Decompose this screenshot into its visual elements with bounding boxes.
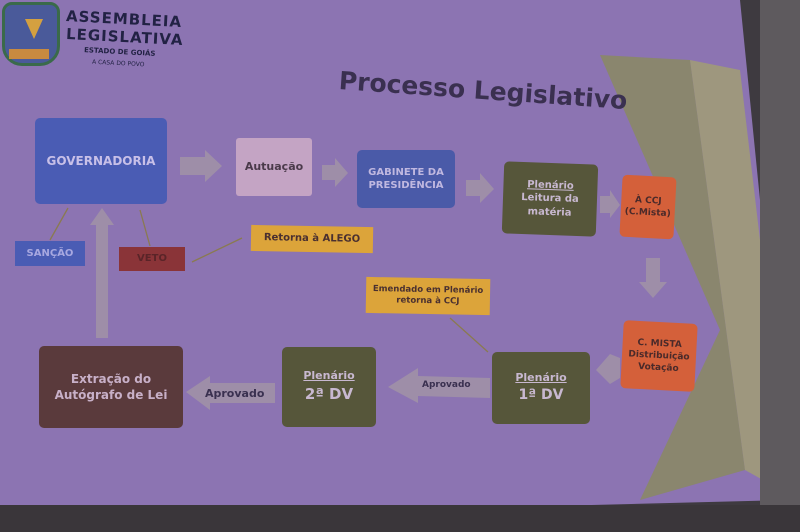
wall <box>760 0 800 532</box>
arrow-right <box>600 190 620 218</box>
veto-box: VETO <box>119 247 185 271</box>
arrow-left <box>186 376 275 410</box>
box-label: matéria <box>527 205 572 219</box>
governadoria-box: GOVERNADORIA <box>35 118 167 204</box>
box-label: Autuação <box>244 159 304 173</box>
box-label: 1ª DV <box>518 386 564 403</box>
extracao-autografo-box: Extração do Autógrafo de Lei <box>39 346 183 428</box>
arrow-down <box>639 258 667 298</box>
aprovado-label: Aprovado <box>205 387 265 400</box>
box-label: retorna à CCJ <box>396 295 460 307</box>
ccj-box: À CCJ (C.Mista) <box>619 174 677 240</box>
sancao-box: SANÇÃO <box>15 241 85 266</box>
emendado-box: Emendado em Plenário retorna à CCJ <box>365 276 491 316</box>
arrow-right <box>180 150 222 182</box>
retorna-alego-box: Retorna à ALEGO <box>250 224 374 254</box>
comissao-mista-box: C. MISTA Distribuição Votação <box>620 320 698 392</box>
gabinete-box: GABINETE DA PRESIDÊNCIA <box>357 150 455 208</box>
box-label: Autógrafo de Lei <box>54 388 168 402</box>
plenario-leitura-box: Plenário Leitura da matéria <box>501 161 599 237</box>
box-label: GOVERNADORIA <box>46 153 156 168</box>
arrow-left <box>596 354 620 384</box>
coat-of-arms-logo <box>2 2 60 66</box>
box-heading: Plenário <box>515 371 567 385</box>
box-label: Emendado em Plenário <box>372 283 484 296</box>
floor-edge <box>0 505 800 532</box>
box-label: SANÇÃO <box>26 247 74 259</box>
arrow-up <box>90 208 114 338</box>
box-label: Extração do <box>70 371 152 386</box>
box-label: (C.Mista) <box>624 206 671 220</box>
plenario-2dv-box: Plenário 2ª DV <box>282 347 376 427</box>
box-label: GABINETE DA PRESIDÊNCIA <box>368 166 444 192</box>
box-label: VETO <box>137 253 167 265</box>
arrow-right <box>322 158 348 187</box>
plenario-1dv-box: Plenário 1ª DV <box>492 352 590 424</box>
autuacao-box: Autuação <box>236 138 312 196</box>
box-label: Retorna à ALEGO <box>263 232 361 246</box>
aprovado-label: Aprovado <box>422 380 471 390</box>
arrow-left <box>388 368 490 403</box>
box-label: 2ª DV <box>304 385 354 404</box>
box-heading: Plenário <box>303 369 355 383</box>
box-label: Votação <box>637 361 679 375</box>
arrow-right <box>466 173 494 203</box>
